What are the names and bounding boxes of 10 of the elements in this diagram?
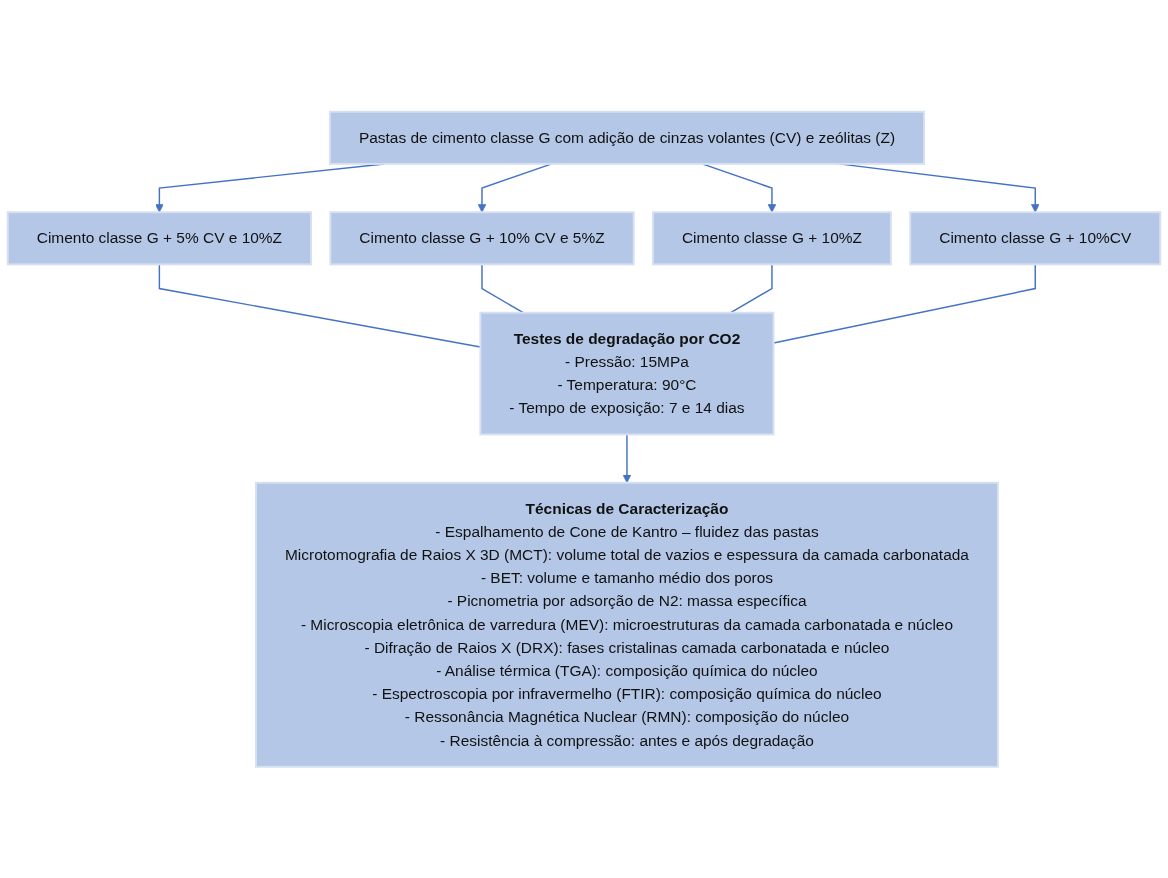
- node-box: Cimento classe G + 10%Z: [652, 210, 892, 266]
- node-box: Cimento classe G + 10% CV e 5%Z: [329, 210, 635, 266]
- arrow: [622, 433, 632, 483]
- node-box: Pastas de cimento classe G com adição de cinzas volantes (CV) e zeólitas (Z): [328, 110, 925, 165]
- node-box: Cimento classe G + 10%CV: [909, 210, 1162, 266]
- connector: [730, 263, 773, 314]
- connector: [481, 263, 524, 314]
- node-box: Testes de degradação por CO2 - Pressão: 15MPa - Temperatura: 90°C - Tempo de exposição: 7 e 14 dias: [479, 311, 775, 436]
- node-box: Técnicas de Caracterização - Espalhamento de Cone de Kantro – fluidez das pastas Microtomografia de Raios X 3D (MCT): volume total de vazios e espessura da camada carbonatada - BET: volume e tamanho médio dos poros - Picnometria por adsorção de N2: massa específica - Microscopia eletrônica de varredura (MEV): microestruturas da camada carbonatada e núcleo - Difração de Raios X (DRX): fases cristalinas camada carbonatada e núcleo - Análise térmica (TGA): composição química do núcleo - Espectroscopia por infravermelho (FTIR): composição química do núcleo - Ressonância Magnética Nuclear (RMN): composição do núcleo - Resistência à compressão: antes e após degradação: [255, 481, 999, 768]
- node-box: Cimento classe G + 5% CV e 10%Z: [6, 210, 312, 266]
